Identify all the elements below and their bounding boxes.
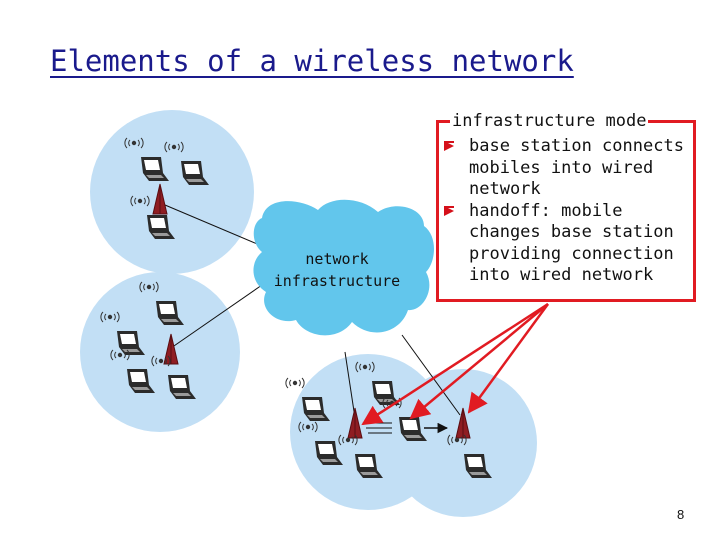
cell-top-left (90, 110, 254, 274)
callout-bullet-list: base station connects mobiles into wired… (444, 136, 684, 287)
cell-left (80, 272, 240, 432)
callout-bullet: base station connects mobiles into wired… (444, 136, 684, 201)
wired-link (344, 351, 356, 419)
callout-bullet: handoff: mobile changes base station pro… (444, 201, 684, 287)
network-infrastructure-label: network infrastructure (262, 248, 412, 292)
network-label-line-2: infrastructure (273, 272, 401, 290)
callout-bullet-text: handoff: mobile changes base station pro… (469, 200, 674, 286)
slide-title: Elements of a wireless network (50, 44, 574, 78)
infrastructure-mode-callout (436, 120, 696, 302)
bullet-arrow-icon (444, 205, 454, 216)
wired-link (164, 204, 263, 247)
wired-link (401, 334, 461, 416)
callout-arrows (361, 302, 550, 426)
network-infrastructure-cloud (253, 199, 434, 336)
cell-bottom-right (389, 369, 537, 517)
bullet-arrow-icon (444, 141, 454, 151)
page-number: 8 (677, 507, 685, 522)
wired-link (170, 284, 263, 349)
network-label-line-1: network (305, 250, 369, 268)
callout-bullet-text: base station connects mobiles into wired… (469, 136, 684, 199)
callout-heading: infrastructure mode (450, 110, 649, 132)
